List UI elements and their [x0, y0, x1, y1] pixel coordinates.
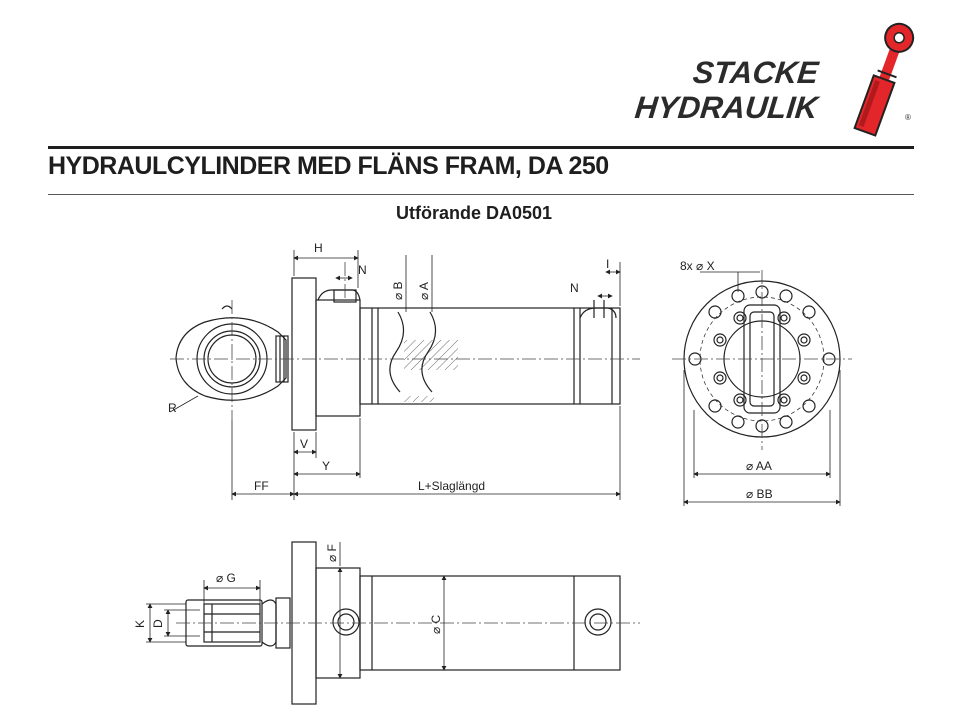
dim-label-A: ⌀ A: [417, 282, 431, 300]
title-rule: [48, 146, 914, 149]
dim-label-N-rear: N: [570, 281, 579, 295]
subtitle-rule: [48, 194, 914, 195]
dim-label-V: V: [300, 437, 308, 451]
dim-label-L: L+Slaglängd: [418, 479, 485, 493]
document-subtitle: Utförande DA0501: [395, 203, 553, 223]
dim-label-N-front: N: [358, 263, 367, 277]
dim-label-AA: ⌀ AA: [746, 459, 772, 473]
dim-label-D: D: [151, 619, 165, 628]
dim-label-K: K: [133, 620, 147, 628]
dim-label-G: ⌀ G: [216, 571, 236, 585]
dim-label-BB: ⌀ BB: [746, 487, 773, 501]
dim-label-FF: FF: [254, 479, 269, 493]
dim-label-F: ⌀ F: [325, 544, 339, 562]
dim-label-Y: Y: [322, 459, 330, 473]
dim-label-R: R: [168, 401, 177, 415]
document-title: HYDRAULCYLINDER MED FLÄNS FRAM, DA 250: [48, 152, 609, 180]
dim-label-H: H: [314, 241, 323, 255]
dim-label-C: ⌀ C: [429, 614, 443, 634]
dim-label-I: I: [606, 257, 609, 271]
stacke-hydraulik-logo: STACKE HYDRAULIK ®: [630, 10, 920, 140]
hydraulic-cylinder-logo-icon: [853, 22, 915, 137]
dim-label-B: ⌀ B: [391, 281, 405, 300]
dim-label-X: 8x ⌀ X: [680, 259, 715, 273]
registered-mark: ®: [905, 113, 911, 122]
